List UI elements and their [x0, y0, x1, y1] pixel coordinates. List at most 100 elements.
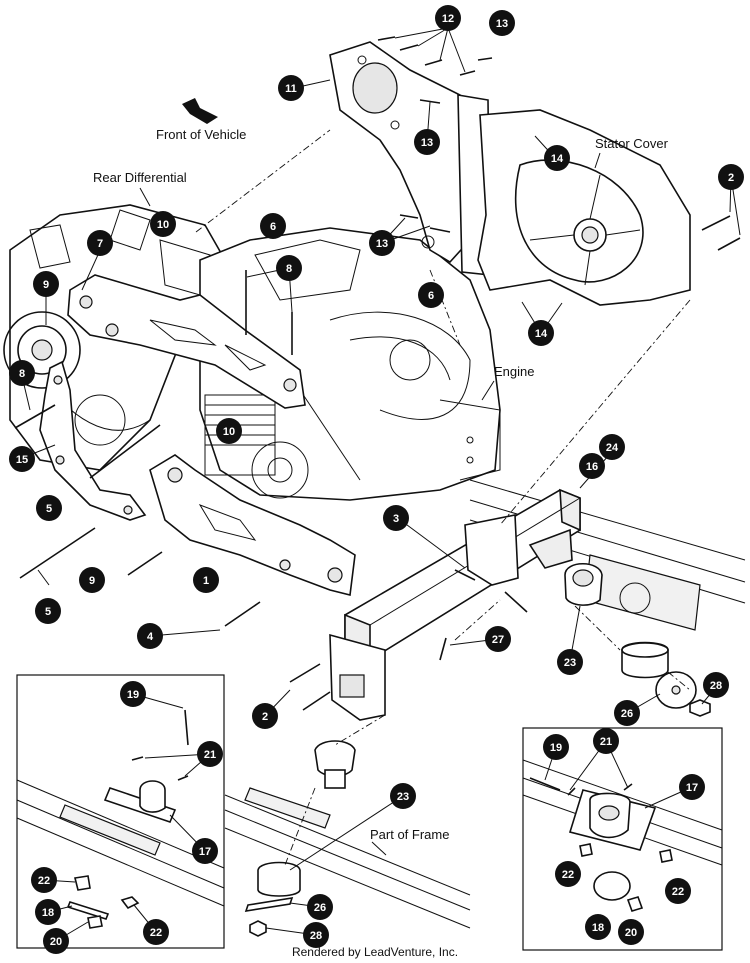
callout-circle [9, 360, 35, 386]
callout-21: 21 [593, 728, 619, 754]
cushion-23 [621, 641, 669, 679]
callout-10: 10 [216, 418, 242, 444]
callout-circle [276, 255, 302, 281]
callout-circle [718, 164, 744, 190]
callout-circle [435, 5, 461, 31]
lower-bracket-1 [149, 454, 356, 596]
nut-28-lower [249, 920, 267, 937]
callout-circle [489, 10, 515, 36]
leader-rear-differential [139, 187, 151, 207]
crossmember-16 [329, 488, 581, 721]
label-rear-differential: Rear Differential [93, 170, 187, 185]
callout-number: 10 [223, 426, 235, 438]
callout-circle [193, 567, 219, 593]
inset-right [522, 727, 723, 951]
callout-circle [252, 703, 278, 729]
callout-26: 26 [307, 894, 333, 920]
callout-number: 18 [42, 907, 54, 919]
label-stator-cover: Stator Cover [595, 136, 669, 151]
callout-number: 19 [127, 689, 139, 701]
callout-8: 8 [9, 360, 35, 386]
callout-14: 14 [544, 145, 570, 171]
callout-circle [150, 211, 176, 237]
callout-number: 22 [38, 875, 50, 887]
washer-26 [655, 671, 697, 709]
callout-circle [307, 894, 333, 920]
callout-circle [35, 899, 61, 925]
callout-23: 23 [390, 783, 416, 809]
callout-number: 2 [262, 711, 268, 723]
callout-9: 9 [79, 567, 105, 593]
rubber-mount-23-lower [314, 740, 356, 789]
callout-number: 17 [686, 782, 698, 794]
callout-number: 5 [46, 503, 52, 515]
callout-12: 12 [435, 5, 461, 31]
callout-circle [9, 446, 35, 472]
callout-circle [665, 878, 691, 904]
leader-part-of-frame [371, 841, 387, 856]
callout-17: 17 [192, 838, 218, 864]
callout-number: 6 [270, 221, 276, 233]
callout-17: 17 [679, 774, 705, 800]
callout-circle [599, 434, 625, 460]
callout-circle [36, 495, 62, 521]
callout-circle [35, 598, 61, 624]
callout-28: 28 [303, 922, 329, 948]
callout-number: 24 [606, 442, 619, 454]
callout-22: 22 [31, 867, 57, 893]
callout-circle [120, 681, 146, 707]
callout-15: 15 [9, 446, 35, 472]
callout-11: 11 [278, 75, 304, 101]
callout-circle [679, 774, 705, 800]
callout-19: 19 [543, 734, 569, 760]
bracket-7 [67, 274, 306, 409]
callout-20: 20 [43, 928, 69, 954]
callout-number: 21 [600, 736, 612, 748]
label-part-of-frame: Part of Frame [370, 827, 449, 842]
callout-26: 26 [614, 700, 640, 726]
callout-number: 22 [562, 869, 574, 881]
callout-number: 9 [43, 279, 49, 291]
callout-circle [614, 700, 640, 726]
callout-circle [33, 271, 59, 297]
callout-6: 6 [260, 213, 286, 239]
callout-number: 11 [285, 83, 297, 95]
callout-14: 14 [528, 320, 554, 346]
callout-number: 21 [204, 749, 216, 761]
callout-8: 8 [276, 255, 302, 281]
callout-number: 26 [621, 708, 633, 720]
callout-number: 22 [150, 927, 162, 939]
callout-number: 8 [286, 263, 292, 275]
callout-number: 13 [421, 137, 433, 149]
callout-circle [278, 75, 304, 101]
callout-7: 7 [87, 230, 113, 256]
callout-number: 3 [393, 513, 399, 525]
callout-circle [43, 928, 69, 954]
callout-circle [528, 320, 554, 346]
callout-number: 9 [89, 575, 95, 587]
leader-stator-cover [594, 152, 601, 169]
callout-5: 5 [36, 495, 62, 521]
inset-left [16, 674, 225, 949]
callout-number: 7 [97, 238, 103, 250]
callout-number: 28 [310, 930, 322, 942]
callout-19: 19 [120, 681, 146, 707]
callout-number: 18 [592, 922, 604, 934]
callout-circle [31, 867, 57, 893]
callout-circle [555, 861, 581, 887]
callout-number: 20 [50, 936, 62, 948]
callout-circle [414, 129, 440, 155]
callout-16: 16 [579, 453, 605, 479]
callout-number: 4 [147, 631, 154, 643]
callout-22: 22 [665, 878, 691, 904]
bracket-15 [39, 360, 147, 521]
callout-circle [216, 418, 242, 444]
callout-20: 20 [618, 919, 644, 945]
callout-number: 8 [19, 368, 25, 380]
callout-number: 13 [496, 18, 508, 30]
callout-circle [585, 914, 611, 940]
callout-number: 19 [550, 742, 562, 754]
callout-circle [197, 741, 223, 767]
